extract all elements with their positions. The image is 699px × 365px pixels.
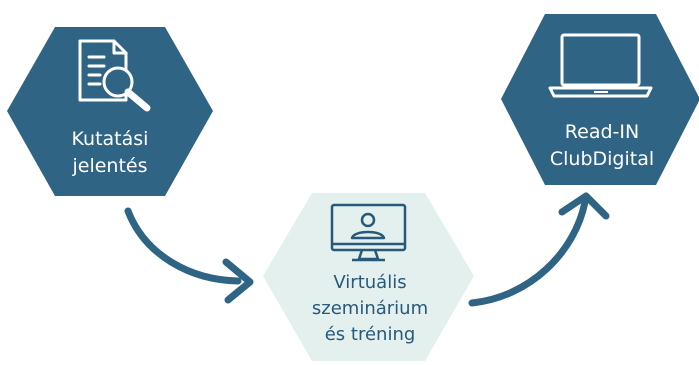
node-label-line: jelentés (72, 155, 148, 177)
node-label-line: és tréning (324, 324, 416, 345)
arrow-kutatasi-to-virtualis (124, 207, 254, 304)
hexagon-kutatasi (7, 27, 213, 196)
document-search-icon (78, 39, 151, 112)
node-label-readin: Read-IN ClubDigital (527, 119, 677, 173)
hexagon-readin (501, 14, 699, 185)
node-label-line: Read-IN (564, 121, 640, 143)
video-conference-monitor-icon (330, 203, 407, 262)
node-label-line: szeminárium (311, 298, 429, 319)
hexagon-virtualis (263, 193, 474, 361)
node-label-line: ClubDigital (549, 148, 655, 170)
node-label-line: Virtuális (333, 272, 407, 293)
arrow-virtualis-to-readin (468, 192, 610, 307)
node-label-kutatasi: Kutatási jelentés (40, 126, 180, 180)
laptop-icon (548, 33, 653, 98)
node-label-line: Kutatási (71, 128, 149, 150)
node-label-virtualis: Virtuális szeminárium és tréning (295, 270, 445, 348)
